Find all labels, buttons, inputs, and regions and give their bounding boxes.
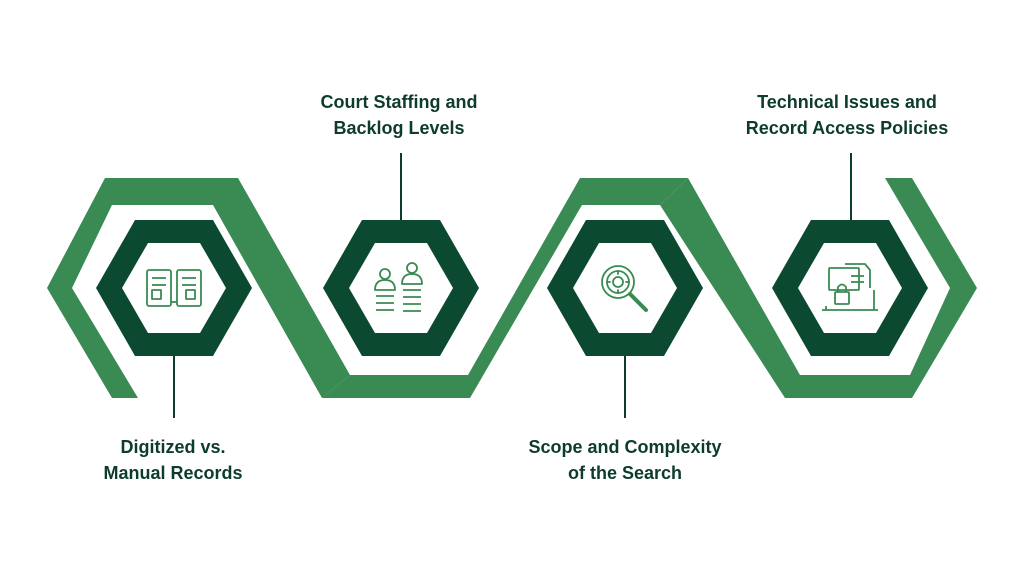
step-2-hexagon bbox=[323, 220, 479, 356]
step-4-hexagon bbox=[772, 220, 928, 356]
step-2-label-line-1: Court Staffing and bbox=[320, 92, 478, 112]
step-1-label: Digitized vs. Manual Records bbox=[53, 434, 293, 486]
hexagon-inner bbox=[122, 243, 226, 333]
band-segment-left bbox=[47, 178, 350, 398]
step-3-hexagon bbox=[547, 220, 703, 356]
step-4-label-line-1: Technical Issues and bbox=[757, 92, 937, 112]
connectors bbox=[173, 153, 852, 418]
laptop-lock-icon bbox=[822, 263, 878, 311]
magnifier-gear-icon bbox=[601, 265, 648, 312]
staff-icon bbox=[374, 262, 423, 312]
step-1-hexagon bbox=[96, 220, 252, 356]
step-1-label-line-1: Digitized vs. bbox=[120, 437, 226, 457]
band-segment-middle-top bbox=[660, 178, 977, 398]
step-3-label: Scope and Complexity of the Search bbox=[505, 434, 745, 486]
step-4-label: Technical Issues and Record Access Polic… bbox=[727, 89, 967, 141]
step-3-label-line-1: Scope and Complexity bbox=[528, 437, 722, 457]
documents-icon bbox=[146, 269, 202, 307]
step-1-label-line-2: Manual Records bbox=[103, 463, 243, 483]
step-2-label-line-2: Backlog Levels bbox=[333, 118, 465, 138]
step-4-label-line-2: Record Access Policies bbox=[745, 118, 949, 138]
zigzag-band bbox=[47, 178, 977, 398]
band-segment-middle-bottom bbox=[322, 178, 688, 398]
step-3-label-line-2: of the Search bbox=[567, 463, 683, 483]
hexagon-inner bbox=[573, 243, 677, 333]
hexagon-inner bbox=[349, 243, 453, 333]
step-2-label: Court Staffing and Backlog Levels bbox=[279, 89, 519, 141]
